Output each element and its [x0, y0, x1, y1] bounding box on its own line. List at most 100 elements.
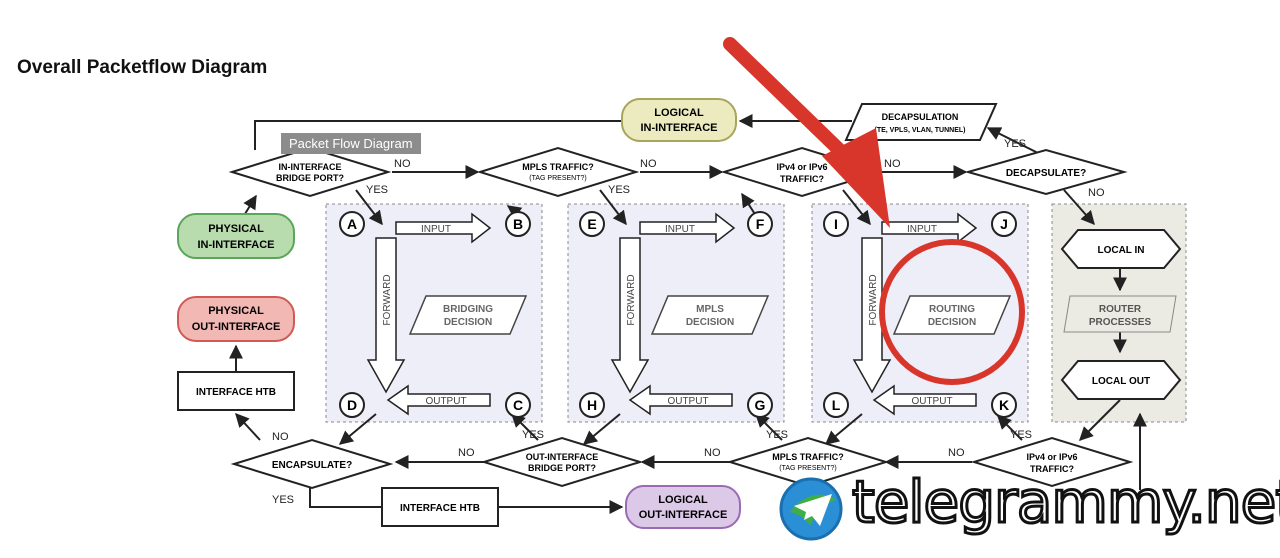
svg-text:YES: YES [608, 184, 630, 196]
input-arrow-bridge: INPUT [395, 212, 492, 244]
in-interface-bridge-port-diamond: IN-INTERFACE BRIDGE PORT? [228, 146, 392, 198]
svg-text:YES: YES [1010, 429, 1032, 441]
output-label: OUTPUT [911, 396, 952, 407]
svg-text:TRAFFIC?: TRAFFIC? [1030, 464, 1074, 474]
svg-text:NO: NO [884, 158, 901, 170]
letter-j: J [1000, 216, 1008, 232]
letter-k: K [999, 397, 1009, 413]
svg-text:IN-INTERFACE: IN-INTERFACE [641, 122, 718, 134]
encapsulate-diamond: ENCAPSULATE? [230, 438, 394, 490]
forward-arrow-routing: FORWARD [852, 237, 892, 394]
local-in-hexagon: LOCAL IN [1060, 229, 1182, 269]
svg-text:IPv4 or IPv6: IPv4 or IPv6 [1026, 452, 1077, 462]
svg-text:MPLS: MPLS [696, 304, 724, 315]
output-label: OUTPUT [667, 396, 708, 407]
physical-in-interface: PHYSICAL IN-INTERFACE [177, 213, 295, 259]
input-arrow-routing: INPUT [881, 212, 978, 244]
output-arrow-bridge: OUTPUT [386, 384, 491, 416]
flow-lines [229, 114, 1147, 514]
svg-text:LOCAL OUT: LOCAL OUT [1092, 376, 1150, 387]
mpls-traffic-top-diamond: MPLS TRAFFIC? (TAG PRESENT?) [476, 146, 640, 198]
svg-text:ROUTER: ROUTER [1099, 304, 1142, 315]
letter-l: L [832, 397, 841, 413]
svg-text:OUT-INTERFACE: OUT-INTERFACE [639, 509, 728, 521]
svg-text:BRIDGING: BRIDGING [443, 304, 493, 315]
input-label: INPUT [421, 224, 451, 235]
local-out-hexagon: LOCAL OUT [1060, 360, 1182, 400]
highlight-arrow [723, 37, 890, 228]
svg-text:YES: YES [366, 184, 388, 196]
svg-text:IN-INTERFACE: IN-INTERFACE [279, 162, 342, 172]
logical-in-interface: LOGICAL IN-INTERFACE [621, 98, 737, 142]
svg-text:LOGICAL: LOGICAL [654, 107, 704, 119]
svg-text:PHYSICAL: PHYSICAL [208, 223, 264, 235]
svg-text:ENCAPSULATE?: ENCAPSULATE? [272, 460, 352, 471]
svg-text:PROCESSES: PROCESSES [1089, 317, 1152, 328]
tooltip-packet-flow: Packet Flow Diagram [281, 133, 421, 154]
watermark-text: telegrammy.net [850, 467, 1280, 538]
svg-text:INTERFACE HTB: INTERFACE HTB [400, 503, 480, 514]
watermark: telegrammy.net [776, 466, 1280, 552]
svg-text:NO: NO [394, 158, 411, 170]
svg-text:DECAPSULATE?: DECAPSULATE? [1006, 168, 1086, 179]
svg-text:YES: YES [522, 429, 544, 441]
svg-text:LOGICAL: LOGICAL [658, 494, 708, 506]
letter-g: G [755, 397, 766, 413]
svg-text:YES: YES [272, 494, 294, 506]
output-label: OUTPUT [425, 396, 466, 407]
svg-text:YES: YES [1004, 138, 1026, 150]
output-arrow-routing: OUTPUT [872, 384, 977, 416]
svg-text:IPv4 or IPv6: IPv4 or IPv6 [776, 162, 827, 172]
input-label: INPUT [907, 224, 937, 235]
svg-text:NO: NO [458, 447, 475, 459]
svg-text:DECISION: DECISION [928, 317, 976, 328]
decapsulation-box: DECAPSULATION (TE, VPLS, VLAN, TUNNEL) [844, 103, 998, 141]
output-arrow-mpls: OUTPUT [628, 384, 733, 416]
forward-label: FORWARD [868, 274, 879, 325]
input-arrow-mpls: INPUT [639, 212, 736, 244]
svg-text:(TAG PRESENT?): (TAG PRESENT?) [779, 465, 836, 472]
ipv-traffic-bottom-diamond: IPv4 or IPv6 TRAFFIC? [970, 436, 1134, 488]
letter-h: H [587, 397, 597, 413]
telegram-logo-icon [779, 477, 843, 541]
svg-text:BRIDGE PORT?: BRIDGE PORT? [276, 173, 344, 183]
svg-text:MPLS TRAFFIC?: MPLS TRAFFIC? [772, 452, 844, 462]
letter-b: B [513, 216, 523, 232]
forward-label: FORWARD [382, 274, 393, 325]
svg-text:NO: NO [640, 158, 657, 170]
forward-label: FORWARD [626, 274, 637, 325]
interface-htb-left: INTERFACE HTB [177, 371, 295, 411]
bridging-decision: BRIDGING DECISION [408, 295, 528, 335]
highlight-circle [879, 239, 1025, 385]
router-processes: ROUTER PROCESSES [1063, 295, 1177, 333]
forward-arrow-bridge: FORWARD [366, 237, 406, 394]
svg-text:PHYSICAL: PHYSICAL [208, 305, 264, 317]
page-title: Overall Packetflow Diagram [17, 57, 268, 78]
svg-text:LOCAL IN: LOCAL IN [1097, 245, 1144, 256]
letter-c: C [513, 397, 523, 413]
svg-text:YES: YES [766, 429, 788, 441]
out-interface-bridge-port-diamond: OUT-INTERFACE BRIDGE PORT? [480, 436, 644, 488]
svg-text:DECISION: DECISION [686, 317, 734, 328]
svg-text:(TE, VPLS, VLAN, TUNNEL): (TE, VPLS, VLAN, TUNNEL) [875, 127, 966, 134]
letter-i: I [834, 216, 838, 232]
svg-text:MPLS TRAFFIC?: MPLS TRAFFIC? [522, 162, 594, 172]
svg-text:NO: NO [1088, 187, 1105, 199]
svg-text:DECAPSULATION: DECAPSULATION [882, 112, 959, 122]
svg-text:NO: NO [704, 447, 721, 459]
svg-text:OUT-INTERFACE: OUT-INTERFACE [192, 321, 281, 333]
letter-circles: A B C D E F G H I J K L [339, 211, 1017, 418]
svg-text:NO: NO [272, 431, 289, 443]
letter-d: D [347, 397, 357, 413]
letter-f: F [756, 216, 765, 232]
letter-e: E [587, 216, 596, 232]
svg-text:INTERFACE HTB: INTERFACE HTB [196, 387, 276, 398]
svg-text:DECISION: DECISION [444, 317, 492, 328]
svg-text:IN-INTERFACE: IN-INTERFACE [198, 239, 275, 251]
edge-labels: NO NO NO YES NO YES YES YES YES YES NO N… [272, 138, 1105, 506]
svg-text:ROUTING: ROUTING [929, 304, 975, 315]
mpls-decision: MPLS DECISION [650, 295, 770, 335]
interface-htb-bottom: INTERFACE HTB [381, 487, 499, 527]
input-label: INPUT [665, 224, 695, 235]
svg-text:OUT-INTERFACE: OUT-INTERFACE [526, 452, 599, 462]
